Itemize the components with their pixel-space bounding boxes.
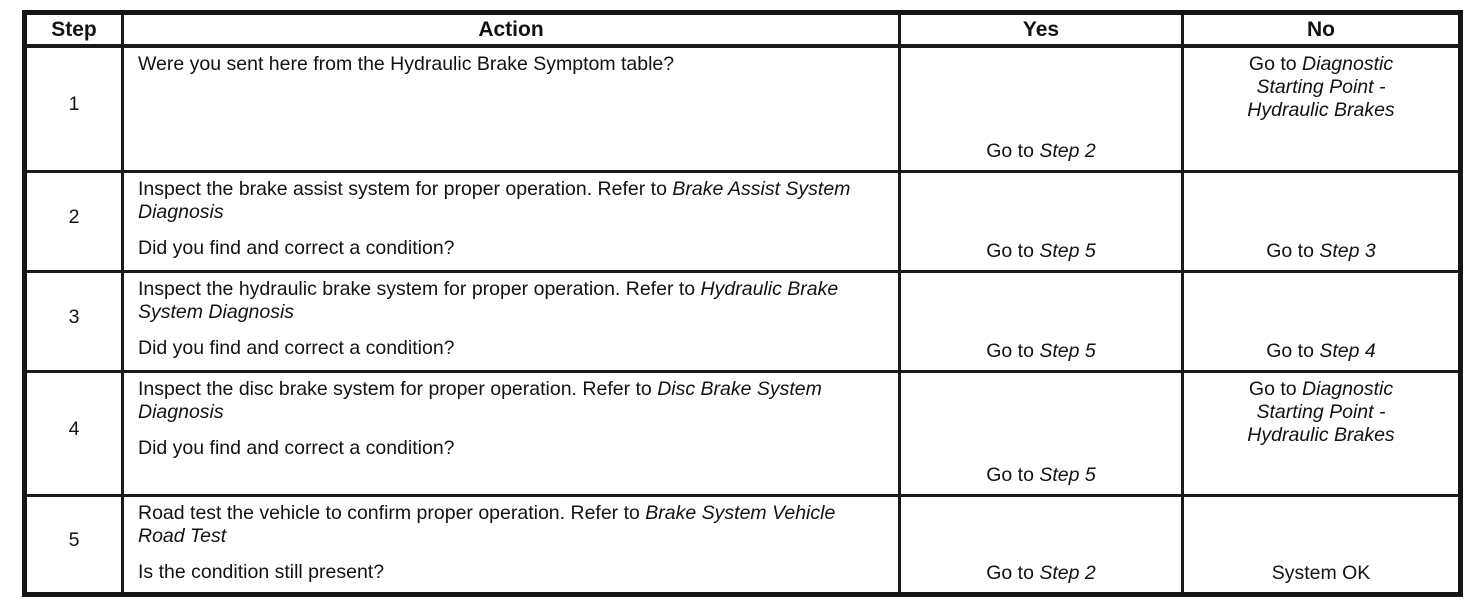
action-question: Did you find and correct a condition? bbox=[138, 437, 455, 459]
step-number: 1 bbox=[23, 44, 124, 173]
column-header-no: No bbox=[1181, 11, 1462, 48]
yes-text: Go to Step 2 bbox=[986, 140, 1096, 162]
table-row-step-4: 4 Inspect the disc brake system for prop… bbox=[23, 370, 1462, 497]
no-text: Go to Diagnostic Starting Point - Hydrau… bbox=[1247, 378, 1395, 446]
no-text: Go to Step 4 bbox=[1266, 340, 1376, 362]
table-row-step-5: 5 Road test the vehicle to confirm prope… bbox=[23, 494, 1462, 596]
yes-cell: Go to Step 5 bbox=[898, 170, 1184, 273]
step-number: 5 bbox=[23, 494, 124, 596]
no-text: Go to Step 3 bbox=[1266, 240, 1376, 262]
yes-text: Go to Step 5 bbox=[986, 240, 1096, 262]
yes-cell: Go to Step 2 bbox=[898, 494, 1184, 596]
yes-cell: Go to Step 5 bbox=[898, 270, 1184, 373]
yes-cell: Go to Step 2 bbox=[898, 44, 1184, 173]
action-cell: Inspect the disc brake system for proper… bbox=[121, 370, 901, 497]
table-row-step-2: 2 Inspect the brake assist system for pr… bbox=[23, 170, 1462, 273]
action-text: Were you sent here from the Hydraulic Br… bbox=[138, 52, 675, 75]
action-question: Did you find and correct a condition? bbox=[138, 237, 455, 259]
no-cell: Go to Step 4 bbox=[1181, 270, 1462, 373]
action-text: Road test the vehicle to confirm proper … bbox=[138, 502, 836, 547]
step-number: 4 bbox=[23, 370, 124, 497]
brake-diagnostic-table: Step Action Yes No 1 Were you sent here … bbox=[22, 10, 1463, 597]
no-text: System OK bbox=[1271, 562, 1371, 584]
no-cell: System OK bbox=[1181, 494, 1462, 596]
table-header-row: Step Action Yes No bbox=[23, 11, 1462, 48]
step-number: 3 bbox=[23, 270, 124, 373]
no-cell: Go to Step 3 bbox=[1181, 170, 1462, 273]
yes-text: Go to Step 5 bbox=[986, 464, 1096, 486]
no-text: Go to Diagnostic Starting Point - Hydrau… bbox=[1247, 52, 1395, 121]
step-number: 2 bbox=[23, 170, 124, 273]
no-cell: Go to Diagnostic Starting Point - Hydrau… bbox=[1181, 44, 1462, 173]
action-cell: Inspect the hydraulic brake system for p… bbox=[121, 270, 901, 373]
action-text: Inspect the brake assist system for prop… bbox=[138, 178, 851, 223]
action-cell: Road test the vehicle to confirm proper … bbox=[121, 494, 901, 596]
column-header-yes: Yes bbox=[898, 11, 1184, 48]
action-text: Inspect the hydraulic brake system for p… bbox=[138, 278, 839, 323]
table-row-step-3: 3 Inspect the hydraulic brake system for… bbox=[23, 270, 1462, 373]
yes-text: Go to Step 2 bbox=[986, 562, 1096, 584]
column-header-step: Step bbox=[23, 11, 124, 48]
no-cell: Go to Diagnostic Starting Point - Hydrau… bbox=[1181, 370, 1462, 497]
action-question: Is the condition still present? bbox=[138, 561, 385, 583]
action-text: Inspect the disc brake system for proper… bbox=[138, 378, 822, 423]
action-cell: Inspect the brake assist system for prop… bbox=[121, 170, 901, 273]
yes-text: Go to Step 5 bbox=[986, 340, 1096, 362]
table-row-step-1: 1 Were you sent here from the Hydraulic … bbox=[23, 44, 1462, 173]
column-header-action: Action bbox=[121, 11, 901, 48]
yes-cell: Go to Step 5 bbox=[898, 370, 1184, 497]
action-cell: Were you sent here from the Hydraulic Br… bbox=[121, 44, 901, 173]
action-question: Did you find and correct a condition? bbox=[138, 337, 455, 359]
